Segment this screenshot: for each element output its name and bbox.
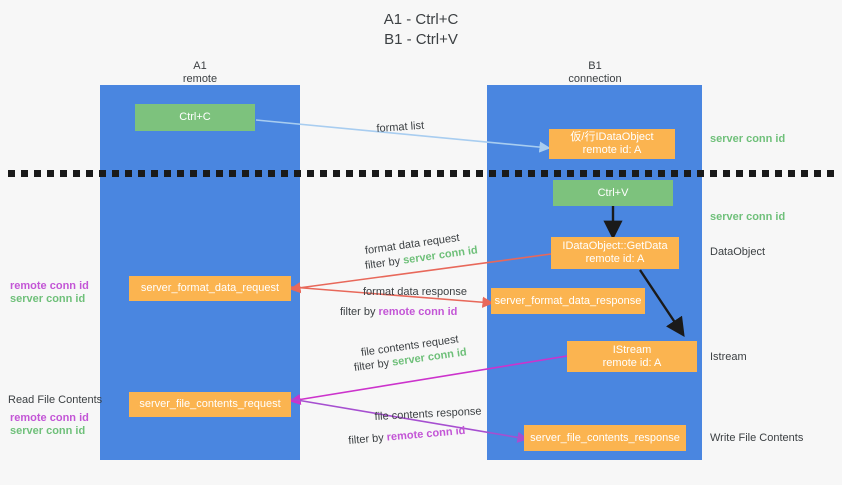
title-line-2: B1 - Ctrl+V xyxy=(384,31,458,48)
node-server-format-data-response-label: server_format_data_response xyxy=(494,294,642,307)
edge-label-file-contents-response: file contents response xyxy=(374,405,482,424)
right-label-server-conn-id-mid: server conn id xyxy=(710,211,786,223)
right-label-write-file-contents: Write File Contents xyxy=(710,432,804,444)
node-getdata-line2: remote id: A xyxy=(585,253,645,265)
node-ctrl-c[interactable]: Ctrl+C xyxy=(135,104,255,131)
left-label-server-conn-id-2: server conn id xyxy=(10,425,86,437)
phase-divider xyxy=(8,170,836,177)
column-header-a1: A1 remote xyxy=(140,60,260,86)
node-istream-line1: IStream xyxy=(612,343,652,356)
filter-value-remote-conn-id: remote conn id xyxy=(386,424,466,444)
left-label-read-file-contents: Read File Contents xyxy=(8,394,103,406)
column-a1-name: A1 xyxy=(193,60,207,72)
page-title: A1 - Ctrl+C B1 - Ctrl+V xyxy=(0,10,842,50)
filter-prefix: filter by xyxy=(353,356,394,375)
node-server-format-data-request-label: server_format_data_request xyxy=(140,282,280,294)
edge-label-format-data-response-filter: filter by remote conn id xyxy=(340,305,457,319)
column-b1-sub: connection xyxy=(568,73,622,85)
node-server-file-contents-response[interactable]: server_file_contents_response xyxy=(524,425,686,451)
node-istream-line2: remote id: A xyxy=(602,356,662,369)
filter-prefix: filter by xyxy=(364,254,405,273)
node-ctrl-v[interactable]: Ctrl+V xyxy=(553,180,673,206)
node-ctrl-v-label: Ctrl+V xyxy=(597,186,629,199)
filter-prefix: filter by xyxy=(347,431,388,448)
node-server-format-data-request[interactable]: server_format_data_request xyxy=(129,276,291,301)
edge-label-format-list: format list xyxy=(376,119,425,136)
node-server-file-contents-request-label: server_file_contents_request xyxy=(139,398,281,410)
node-idataobject-line1: 仮/行IDataObject xyxy=(570,131,654,143)
left-label-server-conn-id-1: server conn id xyxy=(10,293,86,305)
title-line-1: A1 - Ctrl+C xyxy=(383,11,459,28)
node-server-format-data-response[interactable]: server_format_data_response xyxy=(491,288,645,314)
left-label-remote-conn-id-2: remote conn id xyxy=(10,412,89,424)
node-ctrl-c-label: Ctrl+C xyxy=(179,111,211,123)
left-label-remote-conn-id-1: remote conn id xyxy=(10,280,89,292)
right-label-server-conn-id-top: server conn id xyxy=(710,133,786,145)
node-idataobject-getdata[interactable]: IDataObject::GetData remote id: A xyxy=(551,237,679,269)
column-b1-name: B1 xyxy=(588,60,602,72)
filter-value-remote-conn-id: remote conn id xyxy=(378,306,458,318)
column-a1-sub: remote xyxy=(182,73,218,85)
right-label-istream: Istream xyxy=(710,351,747,363)
node-istream[interactable]: IStream remote id: A xyxy=(567,341,697,372)
node-server-file-contents-request[interactable]: server_file_contents_request xyxy=(129,392,291,417)
column-header-b1: B1 connection xyxy=(535,60,655,86)
node-getdata-line1: IDataObject::GetData xyxy=(562,240,668,252)
edge-label-file-contents-response-filter: filter by remote conn id xyxy=(348,424,466,448)
edge-label-format-data-response: format data response xyxy=(363,286,467,298)
filter-prefix: filter by xyxy=(340,306,379,318)
right-label-dataobject: DataObject xyxy=(710,246,766,258)
node-server-file-contents-response-label: server_file_contents_response xyxy=(530,431,680,444)
node-idataobject-line2: remote id: A xyxy=(582,144,642,156)
node-idataobject[interactable]: 仮/行IDataObject remote id: A xyxy=(549,129,675,159)
